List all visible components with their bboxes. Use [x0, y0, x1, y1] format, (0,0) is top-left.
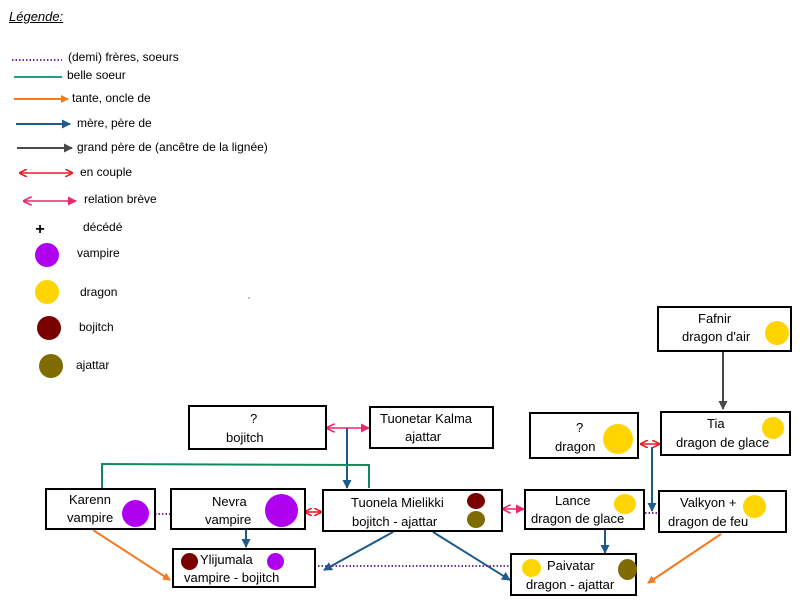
dragon-dot — [743, 495, 766, 518]
node-type: dragon de glace — [676, 435, 770, 450]
stray-dot — [248, 297, 250, 299]
node-type: vampire - bojitch — [184, 570, 280, 585]
node-fafnir: Fafnir dragon d'air — [657, 306, 792, 352]
vampire-dot — [265, 494, 298, 527]
node-tia: Tia dragon de glace — [660, 411, 791, 456]
legend-label-dragon: dragon — [80, 285, 118, 299]
edge-tuonela-ylijumala-parent — [323, 531, 394, 571]
vampire-dot — [267, 553, 284, 570]
edge-karenn-tuonela-sister-in-law — [101, 462, 370, 489]
node-name: Ylijumala — [200, 552, 253, 567]
bojitch-dot — [181, 553, 198, 570]
legend-deceased-symbol: + — [35, 221, 44, 238]
legend-title: Légende: — [9, 9, 64, 24]
dragon-dot — [603, 424, 633, 454]
node-type: vampire — [205, 512, 252, 527]
node-paivatar: Paivatar dragon - ajattar — [510, 553, 637, 596]
node-type: dragon — [555, 439, 596, 454]
bojitch-dot — [467, 493, 485, 509]
node-name: Valkyon + — [680, 495, 737, 510]
node-name: Karenn — [69, 492, 111, 507]
node-type: vampire — [67, 510, 114, 525]
node-type: ajattar — [405, 429, 442, 444]
dragon-dot — [765, 321, 789, 345]
node-name: Tuonetar Kalma — [380, 411, 473, 426]
node-type: bojitch - ajattar — [352, 514, 438, 529]
legend-dot-bojitch — [37, 316, 61, 340]
legend-dot-dragon — [35, 280, 59, 304]
ajattar-dot — [467, 511, 485, 528]
node-type: dragon - ajattar — [526, 577, 615, 592]
legend-label-bojitch: bojitch — [79, 320, 114, 334]
node-name: Nevra — [212, 494, 247, 509]
vampire-dot — [122, 500, 149, 527]
node-type: dragon de glace — [531, 511, 625, 526]
legend-dot-vampire — [35, 243, 59, 267]
legend-label-grandparent: grand père de (ancêtre de la lignée) — [77, 140, 268, 154]
dragon-dot — [762, 417, 784, 439]
legend-label-couple: en couple — [80, 165, 133, 179]
node-lance: Lance dragon de glace — [524, 489, 645, 530]
node-name: Tuonela Mielikki — [351, 495, 444, 510]
legend-label-sister-in-law: belle soeur — [67, 68, 126, 82]
node-name: Lance — [555, 493, 591, 508]
node-valkyon: Valkyon + dragon de feu — [658, 490, 787, 533]
dragon-dot — [522, 559, 541, 577]
node-type: dragon de feu — [668, 514, 749, 529]
legend-label-ajattar: ajattar — [76, 358, 110, 372]
node-tuonela: Tuonela Mielikki bojitch - ajattar — [322, 489, 503, 532]
node-unknown-dragon: ? dragon — [529, 412, 639, 459]
node-name: ? — [250, 411, 258, 426]
legend-label-vampire: vampire — [77, 246, 120, 260]
edge-karenn-ylijumala-aunt-uncle — [92, 529, 171, 581]
node-name: Tia — [707, 416, 725, 431]
node-ylijumala: Ylijumala vampire - bojitch — [172, 548, 316, 588]
node-unknown-bojitch: ? bojitch — [188, 405, 327, 450]
legend-label-deceased: décédé — [83, 220, 123, 234]
dragon-dot — [614, 494, 636, 514]
legend-label-parent: mère, père de — [77, 116, 152, 130]
node-type: bojitch — [226, 430, 264, 445]
legend-label-siblings: (demi) frères, soeurs — [68, 50, 179, 64]
legend-dot-ajattar — [39, 354, 63, 378]
legend-label-brief: relation brève — [84, 192, 157, 206]
node-karenn: Karenn vampire — [45, 488, 156, 530]
node-tuonetar: Tuonetar Kalma ajattar — [369, 406, 494, 449]
edge-tuonela-paivatar-parent — [432, 531, 511, 581]
node-name: Fafnir — [698, 311, 732, 326]
node-name: Paivatar — [547, 558, 595, 573]
ajattar-dot — [618, 559, 637, 580]
node-type: dragon d'air — [682, 329, 751, 344]
node-nevra: Nevra vampire — [170, 488, 306, 530]
node-name: ? — [576, 420, 584, 435]
legend-label-aunt-uncle: tante, oncle de — [72, 91, 151, 105]
edge-valkyon-paivatar-aunt-uncle — [647, 533, 722, 584]
